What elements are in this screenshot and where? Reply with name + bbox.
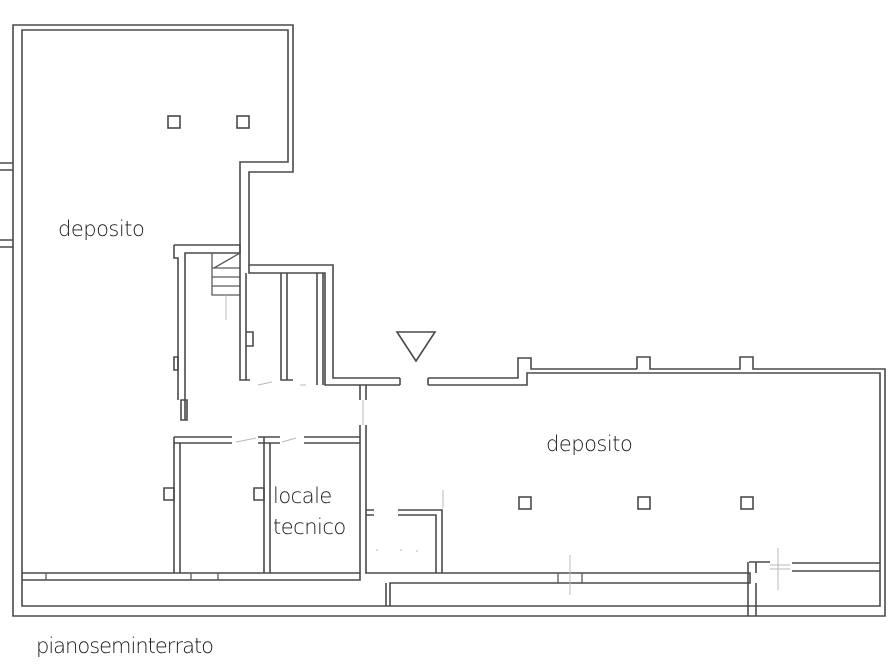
room-label-deposito-west: deposito (58, 217, 145, 241)
entrance-triangle-icon (395, 331, 437, 363)
outer-walls (0, 24, 886, 617)
room-label-locale: locale (273, 484, 332, 508)
room-label-tecnico: tecnico (273, 515, 346, 539)
floor-title: pianoseminterrato (36, 634, 214, 658)
room-label-deposito-east: deposito (546, 432, 633, 456)
interior-walls (163, 244, 444, 573)
pillars (167, 115, 754, 510)
